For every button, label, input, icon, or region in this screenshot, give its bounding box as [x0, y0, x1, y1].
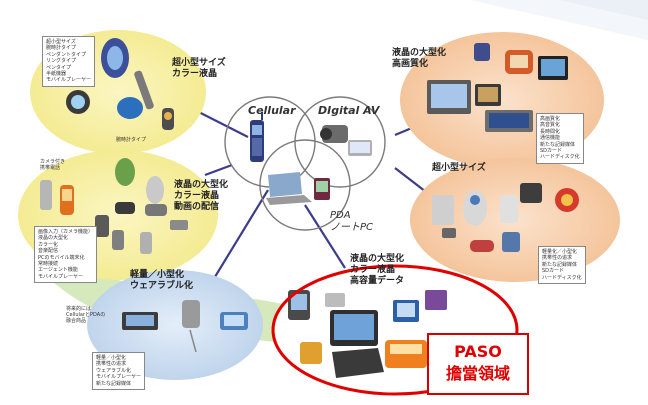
bottom-left-title-line2: ウェアラブル化	[130, 281, 194, 291]
feature-item: ウェアラブル化	[96, 367, 132, 374]
top-left-title-line1: 超小型サイズ	[172, 58, 226, 68]
feature-item: 新たな記録媒体	[540, 141, 576, 148]
feature-item: 通信機能	[540, 135, 561, 142]
mid-left-title-line1: 液晶の大型化	[174, 180, 229, 190]
mid-right-devices	[432, 183, 579, 252]
paso-subtitle: 擔當領域	[445, 364, 510, 383]
bottom-left-note-line2: CellularとPDAの	[66, 312, 106, 318]
bottom-right-title-line1: 液晶の大型化	[350, 254, 405, 264]
feature-item: 音楽配信	[38, 248, 59, 255]
bottom-left-note-line1: 将来的には	[66, 306, 92, 312]
feature-item: 腕時計タイプ	[46, 45, 77, 52]
bottom-left-feature-list: 軽量／小型化 携帯性の追求 ウェアラブル化 モバイルプレーヤー 新たな記録媒体	[92, 352, 146, 391]
top-left-feature-list: 超小型サイズ 腕時計タイプ ペンダントタイプ リングタイプ ペンタイプ 半紙機器…	[42, 36, 96, 87]
mid-left-title-line2: カラー液晶	[174, 191, 220, 201]
hub-label-pda: PDA ノートPC	[330, 210, 373, 234]
feature-item: 携帯性の追求	[96, 361, 127, 368]
top-right-title-line1: 液晶の大型化	[392, 48, 447, 58]
bottom-left-devices	[122, 300, 248, 353]
bottom-right-title-line3: 高容量データ	[350, 276, 405, 286]
feature-item: ハードディスク化	[540, 154, 580, 161]
feature-item: ペンダントタイプ	[46, 51, 87, 58]
background-texture	[470, 0, 648, 40]
top-left-title-line2: カラー液晶	[172, 69, 218, 79]
feature-item: 新たな記録媒体	[96, 380, 132, 387]
feature-item: SDカード	[540, 148, 563, 155]
feature-item: エージェント機能	[38, 267, 78, 274]
top-right-devices	[427, 43, 568, 132]
bottom-left-note: 将来的には CellularとPDAの 融合商品	[66, 306, 105, 324]
feature-item: 半紙機器	[46, 71, 67, 78]
feature-item: 液晶の大型化	[38, 235, 69, 242]
top-right-title-line2: 高画質化	[392, 59, 429, 69]
feature-item: 超小型サイズ	[46, 39, 76, 45]
feature-item: 軽量／小型化	[96, 355, 127, 361]
hub-label-pda-text: PDA	[330, 210, 351, 221]
hub-label-digital-av: DIgital AV	[318, 104, 380, 117]
feature-item: 新たな記録媒体	[542, 261, 578, 268]
feature-item: 画像入力（カメラ機能）	[38, 229, 94, 235]
bottom-left-title: 軽量／小型化 ウェアラブル化	[130, 270, 193, 292]
hub-label-cellular: Cellular	[248, 104, 296, 117]
camera-note-line2: 携帯電話	[40, 165, 61, 171]
video-camera-icon	[320, 125, 372, 156]
feature-item: 携帯性の追求	[542, 255, 573, 262]
feature-item: モバイルプレーヤー	[46, 77, 92, 84]
paso-title: PASO	[454, 342, 502, 361]
feature-item: カラー化	[38, 241, 59, 248]
top-right-title: 液晶の大型化 高画質化	[392, 48, 446, 70]
feature-item: モバイルプレーヤー	[96, 374, 142, 381]
hub-label-notebook-text: ノートPC	[330, 222, 374, 233]
mid-left-title-line3: 動画の配信	[174, 202, 220, 212]
bottom-left-note-line3: 融合商品	[66, 318, 87, 324]
feature-item: 軽量化／小型化	[542, 249, 578, 255]
bottom-right-devices	[288, 290, 447, 378]
mid-left-title: 液晶の大型化 カラー液晶 動画の配信	[174, 180, 228, 213]
top-left-title: 超小型サイズ カラー液晶	[172, 58, 226, 80]
feature-item: 常時接続	[38, 261, 59, 268]
feature-item: 高画質化	[540, 116, 561, 122]
mid-right-title: 超小型サイズ	[432, 163, 486, 173]
top-right-feature-list: 高画質化 高音質化 長時間化 通信機能 新たな記録媒体 SDカード ハードディス…	[536, 113, 584, 164]
top-left-devices	[66, 38, 174, 130]
feature-item: リングタイプ	[46, 58, 77, 65]
feature-item: ハードディスク化	[542, 274, 582, 281]
laptop-icon	[266, 172, 312, 205]
top-left-note: 腕時計タイプ	[116, 137, 147, 143]
pda-icon	[314, 178, 330, 200]
cellular-phone-icon	[250, 112, 264, 162]
mid-right-feature-list: 軽量化／小型化 携帯性の追求 新たな記録媒体 SDカード ハードディスク化	[538, 246, 586, 285]
paso-callout: PASO 擔當領域	[427, 333, 529, 395]
camera-note-line1: カメラ付き	[40, 159, 66, 165]
feature-item: ペンタイプ	[46, 64, 72, 71]
mid-left-camera-note: カメラ付き 携帯電話	[40, 159, 65, 171]
feature-item: PCのモバイル端末化	[38, 254, 85, 261]
feature-item: 高音質化	[540, 122, 561, 129]
feature-item: 長時間化	[540, 128, 561, 135]
feature-item: モバイルプレーヤー	[38, 273, 84, 280]
feature-item: SDカード	[542, 268, 565, 275]
bottom-right-title-line2: カラー液晶	[350, 265, 396, 275]
bottom-right-title: 液晶の大型化 カラー液晶 高容量データ	[350, 254, 404, 287]
mid-left-feature-list: 画像入力（カメラ機能） 液晶の大型化 カラー化 音楽配信 PCのモバイル端末化 …	[34, 226, 98, 284]
mid-left-devices	[40, 158, 188, 254]
paso-highlight-ring	[271, 264, 519, 396]
bottom-left-title-line1: 軽量／小型化	[130, 270, 185, 280]
